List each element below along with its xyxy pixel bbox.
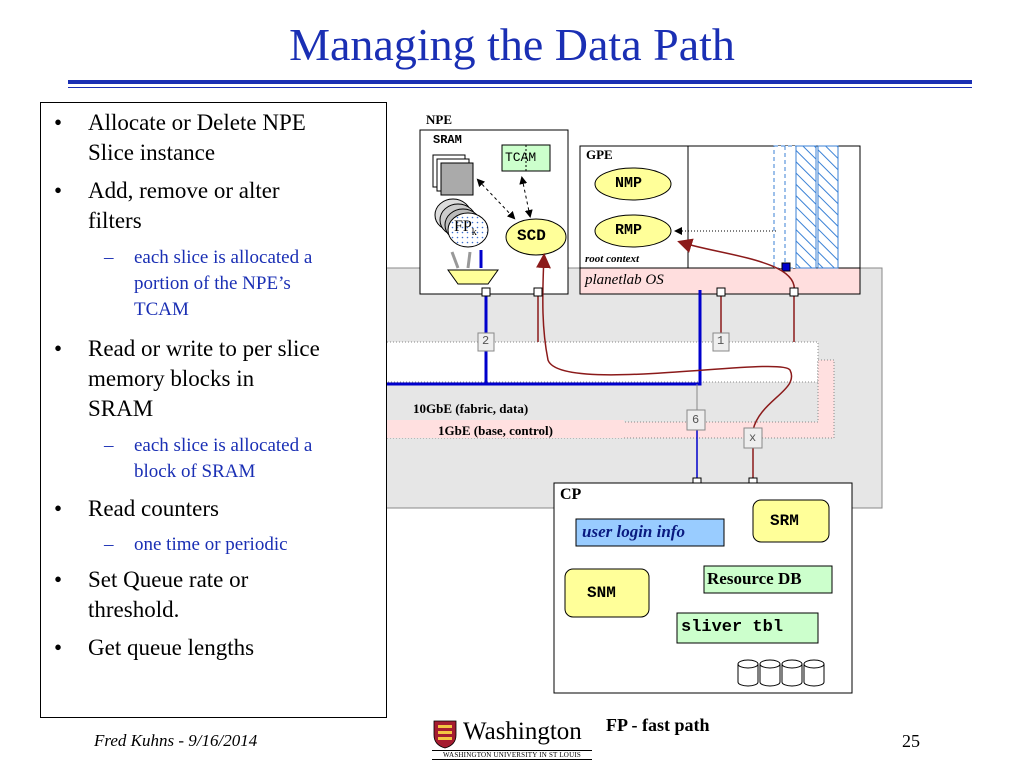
sliver-hatched-1 xyxy=(795,145,817,269)
link-10gbe-label: 10GbE (fabric, data) xyxy=(413,401,529,416)
sub-bullet-tcam: – each slice is allocated a portion of t… xyxy=(104,245,313,323)
title-rule-thin xyxy=(68,87,972,88)
bullet-line: Read counters xyxy=(88,496,219,521)
data-link xyxy=(384,290,702,386)
snm-box xyxy=(564,568,650,618)
chassis-background xyxy=(379,267,883,509)
user-login-label: user login info xyxy=(582,522,685,541)
rmp-label: RMP xyxy=(615,222,643,239)
sram-stack-icon xyxy=(432,154,474,196)
title-rule xyxy=(68,80,972,84)
fp-label: FPk xyxy=(454,218,477,238)
bullet-line: Read or write to per slice xyxy=(88,336,320,361)
fp-mux-icon xyxy=(447,269,499,285)
sliver-hatched-2 xyxy=(817,145,839,269)
switch-port-2: 2 xyxy=(482,334,490,348)
fp-subscript: k xyxy=(471,227,477,239)
bullet-line: Add, remove or alter xyxy=(88,178,280,203)
tcam-label: TCAM xyxy=(505,150,537,165)
sram-label: SRAM xyxy=(433,133,462,147)
slide-title: Managing the Data Path xyxy=(289,19,735,70)
university-logo-subtitle: WASHINGTON UNIVERSITY IN ST LOUIS xyxy=(432,750,592,760)
page-number: 25 xyxy=(902,731,920,751)
rmp-node xyxy=(594,214,672,248)
sub-line: each slice is allocated a xyxy=(134,247,313,268)
root-context-label: root context xyxy=(585,253,640,265)
control-loop-to-rmp xyxy=(677,238,795,293)
bullet-line: Get queue lengths xyxy=(88,635,255,660)
switch-port-x: x xyxy=(749,431,757,445)
bullet-sram: • Read or write to per slice memory bloc… xyxy=(54,334,320,424)
sliver-port xyxy=(781,262,791,272)
user-login-box xyxy=(575,518,725,547)
port-npe-1 xyxy=(481,287,491,297)
nmp-node xyxy=(594,167,672,201)
fabric-switch-box xyxy=(383,341,819,383)
bullet-counters: • Read counters xyxy=(54,494,219,524)
bullet-line: Slice instance xyxy=(88,140,216,165)
bullet-filters: • Add, remove or alter filters xyxy=(54,176,280,236)
sliver-tbl-box xyxy=(676,612,819,644)
sub-line: one time or periodic xyxy=(134,534,288,555)
npe-label: NPE xyxy=(426,112,452,127)
sub-line: portion of the NPE’s xyxy=(134,273,291,294)
university-shield-icon xyxy=(433,720,457,749)
srm-label: SRM xyxy=(770,512,799,530)
bullet-line: Allocate or Delete NPE xyxy=(88,110,306,135)
port-npe-2 xyxy=(533,287,543,297)
scd-label: SCD xyxy=(517,227,546,245)
cp-label: CP xyxy=(560,486,582,503)
sliver-dashed xyxy=(773,145,797,269)
footer-author: Fred Kuhns - 9/16/2014 xyxy=(94,731,258,750)
sliver-tbl-label: sliver tbl xyxy=(681,618,784,637)
bullet-line: filters xyxy=(88,208,142,233)
resource-db-box xyxy=(703,565,833,594)
control-loop-to-scd xyxy=(535,253,793,478)
bullet-line: Set Queue rate or xyxy=(88,567,249,592)
sub-line: TCAM xyxy=(134,299,189,320)
link-1gbe-label: 1GbE (base, control) xyxy=(438,423,553,438)
port-gpe-1 xyxy=(716,287,726,297)
planetlab-os-label: planetlab OS xyxy=(585,272,664,288)
footnote-fp: FP - fast path xyxy=(606,715,710,735)
resource-db-label: Resource DB xyxy=(707,569,802,588)
bullet-line: memory blocks in xyxy=(88,366,255,391)
snm-label: SNM xyxy=(587,584,616,602)
base-band-strip xyxy=(384,420,624,438)
srm-box xyxy=(752,499,830,543)
bullet-list-box xyxy=(40,102,387,718)
university-logo-name: Washington xyxy=(463,718,582,745)
bullet-line: SRAM xyxy=(88,396,154,421)
switch-port-6: 6 xyxy=(692,413,700,427)
switch-port-1: 1 xyxy=(717,334,725,348)
bullet-allocate: • Allocate or Delete NPE Slice instance xyxy=(54,108,306,168)
fp-text: FP xyxy=(454,218,472,235)
gpe-label: GPE xyxy=(586,147,613,162)
port-gpe-2 xyxy=(789,287,799,297)
bullet-queue-lengths: • Get queue lengths xyxy=(54,633,255,663)
sub-bullet-sram: – each slice is allocated a block of SRA… xyxy=(104,433,313,485)
sub-bullet-periodic: – one time or periodic xyxy=(104,532,288,558)
database-icon xyxy=(737,659,825,687)
nmp-label: NMP xyxy=(615,175,643,192)
bullet-line: threshold. xyxy=(88,597,180,622)
sub-line: block of SRAM xyxy=(134,461,256,482)
sub-line: each slice is allocated a xyxy=(134,435,313,456)
fp-stack-icon xyxy=(434,198,489,248)
bullet-queue-rate: • Set Queue rate or threshold. xyxy=(54,565,249,625)
